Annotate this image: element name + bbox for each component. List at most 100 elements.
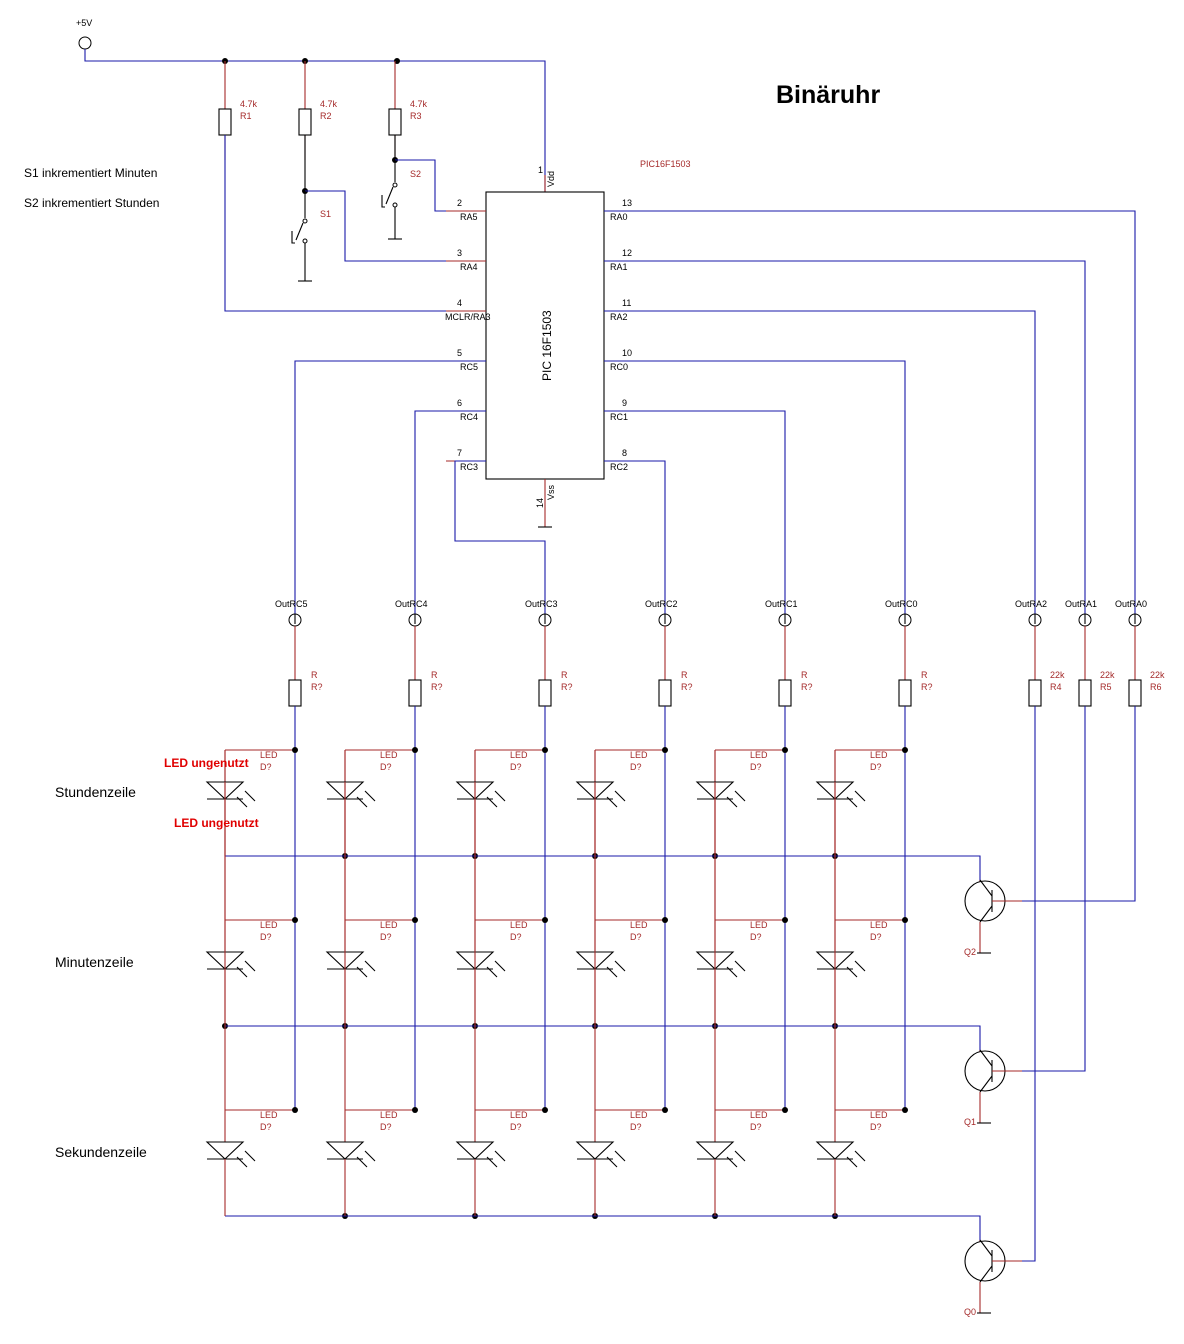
resistor-ref: R? (431, 682, 443, 692)
terminal-label: OutRC1 (765, 599, 798, 609)
led-arrow (606, 966, 618, 978)
column-resistor-4: R R? (658, 626, 693, 1110)
resistor-value: R (681, 670, 688, 680)
ra2-route (604, 310, 1036, 614)
collector (979, 1239, 993, 1257)
transistor-q1: Q1 (964, 706, 1086, 1127)
terminal-outrc2: OutRC2 (645, 599, 678, 627)
base-wire (1022, 706, 1136, 902)
led-ref: D? (630, 932, 642, 942)
resistor-ref: R? (311, 682, 323, 692)
switch-contact (392, 182, 398, 188)
note-s2: S2 inkrementiert Stunden (24, 196, 159, 210)
terminal-outrc3: OutRC3 (525, 599, 558, 627)
led-arrow (364, 960, 376, 972)
row-label: Sekundenzeile (55, 1144, 147, 1160)
led-arrow (236, 1156, 248, 1168)
switch-contact (302, 218, 308, 224)
led-arrow (734, 1150, 746, 1162)
vdd-pin-name: Vdd (546, 171, 556, 187)
led-ref: D? (750, 762, 762, 772)
led-ref: D? (380, 932, 392, 942)
led-r2-c5: LED D? (695, 782, 768, 1026)
pin-name: RC5 (460, 362, 478, 372)
led-r3-c5: LED D? (695, 782, 768, 1216)
pin-number: 13 (622, 198, 632, 208)
junction-dot (412, 747, 418, 753)
led-triangle (575, 1141, 615, 1160)
terminal-label: OutRC0 (885, 599, 918, 609)
led-r2-c3: LED D? (455, 782, 528, 1026)
led-ref: D? (510, 932, 522, 942)
led-arrow (854, 960, 866, 972)
transistor-q0: Q0 (964, 706, 1036, 1317)
led-ref: D? (750, 932, 762, 942)
terminal-outrc0: OutRC0 (885, 599, 918, 627)
led-arrow (356, 796, 368, 808)
resistor-body (218, 108, 232, 136)
rc4-route (414, 410, 486, 614)
resistor-value: R (431, 670, 438, 680)
led-arrow (726, 1156, 738, 1168)
led-value: LED (380, 920, 398, 930)
led-value: LED (750, 920, 768, 930)
led-ref: D? (260, 1122, 272, 1132)
supply-label: +5V (76, 18, 92, 28)
junction-dot (292, 747, 298, 753)
led-arrow (854, 790, 866, 802)
led-r2-c2: LED D? (325, 782, 398, 1026)
led-arrow (614, 960, 626, 972)
led-ref: D? (750, 1122, 762, 1132)
resistor-value: 22k (1050, 670, 1065, 680)
led-triangle (325, 1141, 365, 1160)
terminal-label: OutRA2 (1015, 599, 1047, 609)
switch-actuator (291, 231, 295, 244)
resistor-value: R (561, 670, 568, 680)
row-bus (225, 855, 981, 886)
led-arrow (236, 796, 248, 808)
rc5-route (294, 360, 486, 614)
resistor-ref: R5 (1100, 682, 1112, 692)
column-resistor-3: RR? (538, 626, 573, 1110)
transistor-ref: Q0 (964, 1307, 976, 1317)
resistor-ref: R? (801, 682, 813, 692)
pin-number: 8 (622, 448, 627, 458)
led-ref: D? (510, 762, 522, 772)
switch-arm (385, 186, 394, 205)
led-arrow (494, 790, 506, 802)
vcc-terminal (78, 36, 92, 50)
led-arrow (244, 790, 256, 802)
led-arrow (236, 966, 248, 978)
led-triangle (815, 1141, 855, 1160)
resistor-body (408, 679, 422, 707)
led-arrow (364, 1150, 376, 1162)
resistor-value: R (801, 670, 808, 680)
led-value: LED (870, 750, 888, 760)
pin-number: 11 (622, 298, 631, 308)
pin-number: 3 (457, 248, 462, 258)
switch-arm (295, 222, 304, 241)
terminal-outra1: OutRA1 (1065, 599, 1097, 627)
pin-name: RC4 (460, 412, 478, 422)
transistor-ref: Q2 (964, 947, 976, 957)
ra4-wire (305, 190, 486, 262)
junction-dot (292, 917, 298, 923)
led-value: LED (510, 920, 528, 930)
resistor-ref: R? (681, 682, 693, 692)
terminal-label: OutRA1 (1065, 599, 1097, 609)
column-resistor-2: R R? (408, 626, 443, 1110)
led-arrow (486, 1156, 498, 1168)
pin-number: 10 (622, 348, 632, 358)
resistor-value: 4.7k (320, 99, 338, 109)
led-arrow (606, 796, 618, 808)
resistor-body (1128, 679, 1142, 707)
resistor-body (658, 679, 672, 707)
junction-dot (662, 917, 668, 923)
switch-ref: S1 (320, 209, 331, 219)
